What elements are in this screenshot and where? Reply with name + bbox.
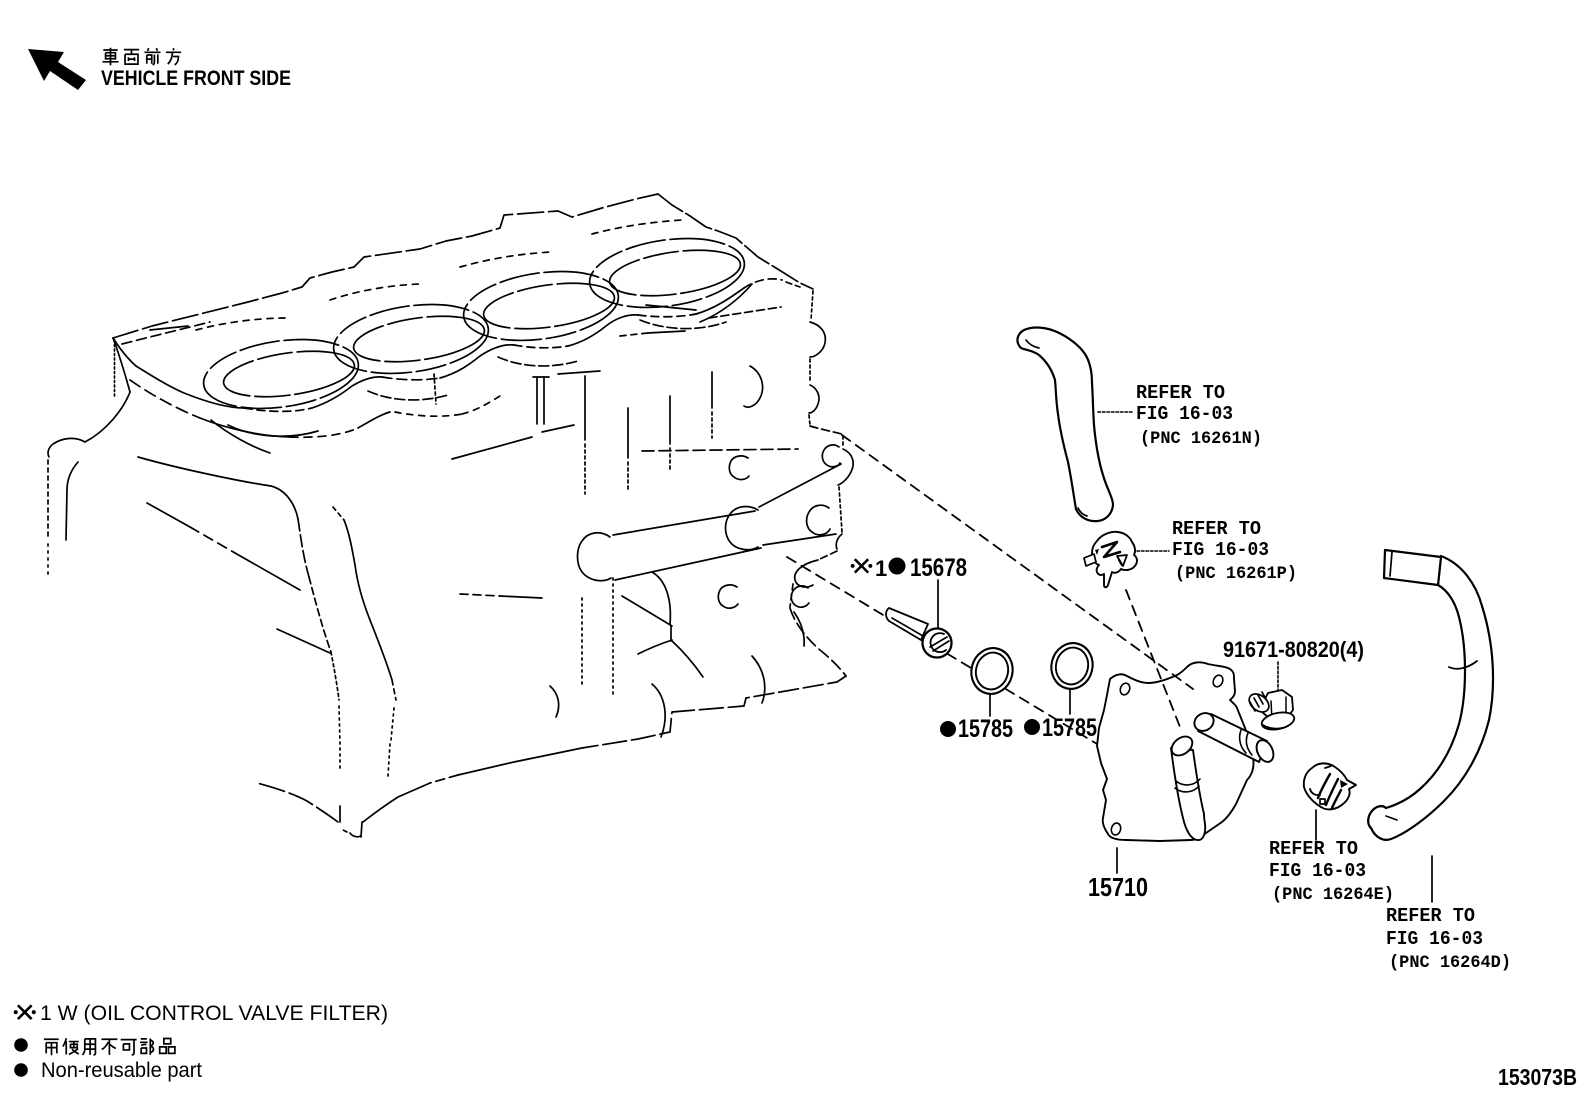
- svg-text:VEHICLE FRONT SIDE: VEHICLE FRONT SIDE: [101, 67, 291, 90]
- svg-text:FIG 16-03: FIG 16-03: [1269, 860, 1366, 882]
- svg-text:FIG 16-03: FIG 16-03: [1172, 539, 1269, 561]
- svg-text:1 W (OIL CONTROL VALVE FILTER): 1 W (OIL CONTROL VALVE FILTER): [40, 1002, 388, 1025]
- svg-text:(PNC 16264E): (PNC 16264E): [1272, 885, 1394, 905]
- svg-text:REFER TO: REFER TO: [1172, 518, 1261, 540]
- svg-text:15710: 15710: [1088, 872, 1148, 902]
- svg-text:REFER TO: REFER TO: [1386, 905, 1475, 927]
- svg-text:91671-80820(4): 91671-80820(4): [1223, 637, 1364, 662]
- svg-text:(PNC 16261N): (PNC 16261N): [1140, 429, 1262, 449]
- svg-text:1: 1: [875, 556, 887, 581]
- svg-text:Non-reusable part: Non-reusable part: [41, 1059, 202, 1082]
- svg-text:(PNC 16261P): (PNC 16261P): [1175, 564, 1297, 584]
- svg-text:FIG 16-03: FIG 16-03: [1386, 928, 1483, 950]
- svg-text:15678: 15678: [910, 554, 967, 582]
- svg-text:REFER TO: REFER TO: [1136, 382, 1225, 404]
- svg-text:FIG 16-03: FIG 16-03: [1136, 403, 1233, 425]
- svg-text:153073B: 153073B: [1498, 1064, 1577, 1090]
- svg-text:(PNC 16264D): (PNC 16264D): [1389, 953, 1511, 973]
- svg-text:REFER TO: REFER TO: [1269, 838, 1358, 860]
- svg-text:15785: 15785: [958, 715, 1013, 743]
- svg-text:15785: 15785: [1042, 714, 1097, 742]
